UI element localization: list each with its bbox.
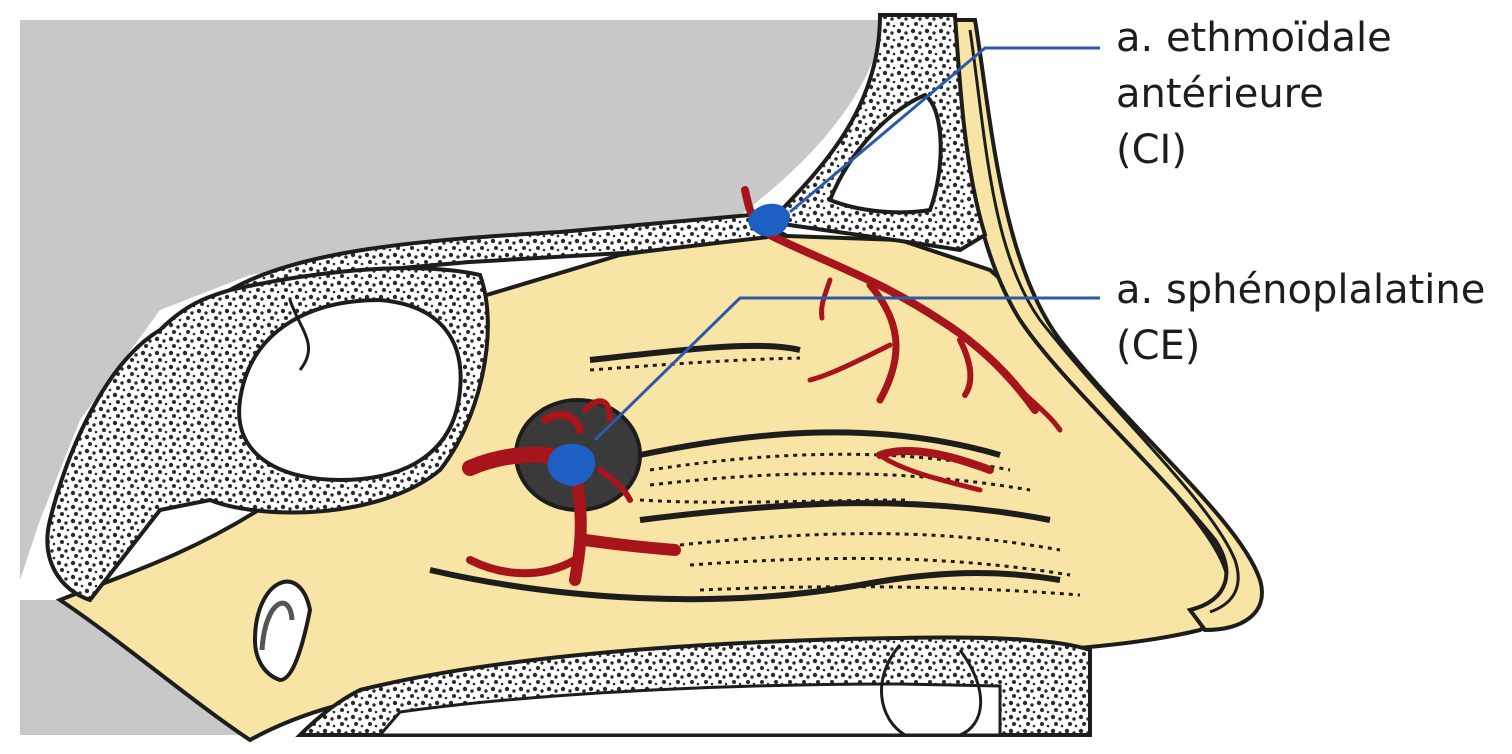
label-eth-line1: a. ethmoïdale	[1116, 10, 1392, 66]
label-eth-line3: (CI)	[1116, 122, 1392, 178]
label-sph-line1: a. sphénoplalatine	[1116, 262, 1485, 318]
label-sphenopalatine-artery: a. sphénoplalatine (CE)	[1116, 262, 1485, 374]
label-anterior-ethmoidal-artery: a. ethmoïdale antérieure (CI)	[1116, 10, 1392, 178]
label-eth-line2: antérieure	[1116, 66, 1392, 122]
label-sph-line2: (CE)	[1116, 318, 1485, 374]
